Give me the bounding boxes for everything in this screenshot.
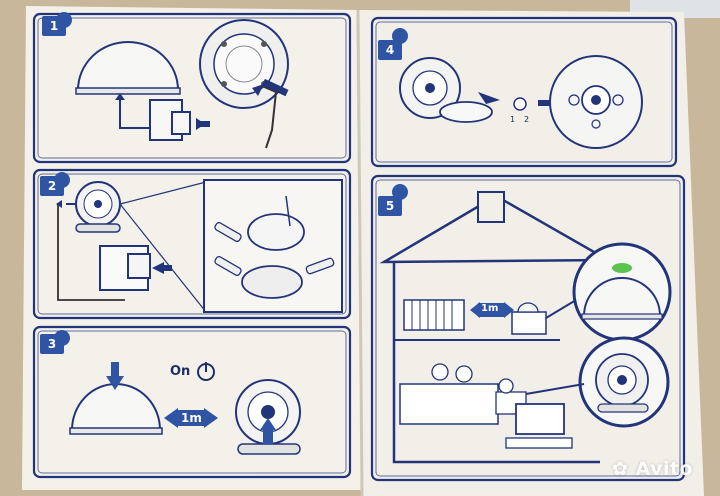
- arrow-left-icon-2: [152, 262, 164, 274]
- power-adapter: [171, 111, 191, 135]
- distance-arrow-left-5: [470, 302, 480, 318]
- distance-arrow-left: [164, 408, 178, 428]
- switch-position-2: 2: [524, 115, 529, 124]
- arrow-plug-icon: [252, 84, 264, 96]
- person-1: [431, 363, 449, 381]
- nightstand: [511, 311, 547, 335]
- panel-step-2: [32, 168, 352, 320]
- battery-cover: [247, 213, 305, 251]
- belt-clip: [439, 101, 493, 123]
- step-number-3: 3: [40, 334, 64, 354]
- panel-step-1: [32, 12, 352, 164]
- battery-3: [305, 257, 335, 275]
- status-light-icon: [612, 263, 632, 273]
- battery-2: [214, 255, 242, 277]
- switch-position-1: 1: [510, 115, 515, 124]
- step-number-1: 1: [42, 16, 66, 36]
- panel-step-3: [32, 325, 352, 479]
- distance-arrow-right-5: [504, 302, 514, 318]
- antenna: [285, 195, 291, 227]
- person-2: [455, 365, 473, 383]
- step-number-2: 2: [40, 176, 64, 196]
- power-on-label: On: [170, 364, 191, 379]
- house-walls: [392, 262, 600, 464]
- channel-switch: [513, 97, 527, 111]
- step-number-5: 5: [378, 196, 402, 216]
- step5-illustration: [379, 191, 672, 464]
- step1-illustration: [75, 19, 289, 149]
- left-page: [22, 6, 362, 490]
- arrow-up-icon: [115, 93, 125, 100]
- dc-cable: [261, 85, 278, 149]
- house-roof: [379, 194, 613, 264]
- panel-step-4: [370, 16, 678, 168]
- step3-illustration: [69, 362, 301, 455]
- distance-label-step5: 1m: [481, 303, 499, 314]
- panel-step-5: [370, 174, 686, 482]
- tv: [515, 403, 565, 435]
- avito-logo-icon: ✿: [612, 458, 629, 480]
- sofa: [399, 383, 499, 425]
- distance-arrow-right: [204, 408, 218, 428]
- avito-watermark: ✿ Avito: [612, 458, 693, 480]
- distance-label-step3: 1m: [181, 411, 202, 425]
- charger-cable: [57, 204, 125, 301]
- step-number-4: 4: [378, 40, 402, 60]
- battery-1: [214, 221, 242, 243]
- step2-illustration: [56, 179, 343, 313]
- arrow-up-icon-3: [260, 418, 276, 430]
- page-fold: [356, 9, 364, 496]
- arrow-down-icon: [106, 376, 124, 390]
- baby-unit-dome: [76, 41, 180, 91]
- arrow-switch-icon: [478, 92, 500, 104]
- watermark-text: Avito: [635, 458, 694, 480]
- crib: [403, 299, 465, 331]
- step4-illustration: 1 2: [399, 55, 643, 149]
- chimney: [477, 191, 505, 223]
